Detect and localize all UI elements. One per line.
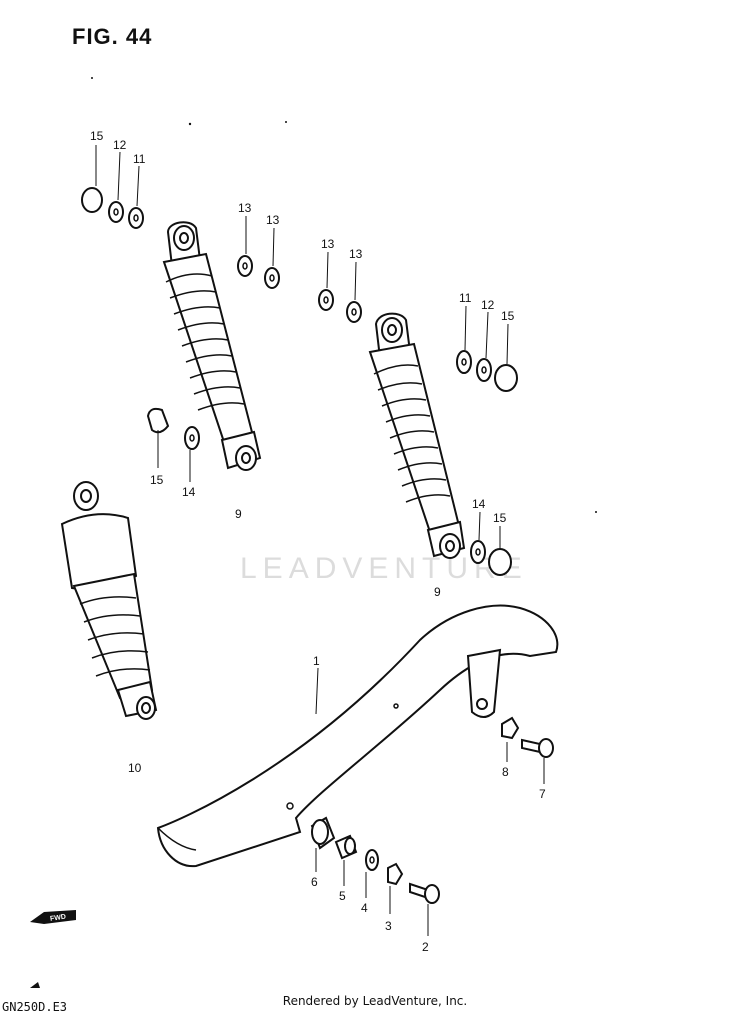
callout-9-right: 9 — [434, 585, 441, 599]
cap-nut-15-right[interactable] — [494, 364, 518, 392]
washer-13-b[interactable] — [264, 267, 280, 289]
nut-8[interactable] — [501, 716, 520, 740]
speck — [188, 122, 192, 126]
leader-1 — [315, 667, 319, 715]
damper-6[interactable] — [310, 816, 336, 850]
leader-11b — [464, 305, 467, 351]
callout-14b: 14 — [472, 497, 486, 511]
washer-12-top-left[interactable] — [108, 201, 124, 223]
callout-13c: 13 — [321, 237, 335, 251]
callout-12: 12 — [113, 138, 127, 152]
fwd-arrow-icon: FWD — [30, 910, 76, 924]
callout-2: 2 — [422, 940, 429, 954]
leader-13b — [272, 227, 275, 267]
leader-12a — [117, 151, 121, 201]
washer-11-right[interactable] — [456, 350, 472, 374]
callout-13b: 13 — [266, 213, 280, 227]
shock-absorber-9-upper[interactable] — [162, 221, 262, 471]
callout-3: 3 — [385, 919, 392, 933]
model-code: GN250D.E3 — [2, 1000, 68, 1014]
cap-nut-15-left[interactable] — [146, 407, 170, 434]
callout-13a: 13 — [238, 201, 252, 215]
leader-13c — [326, 251, 329, 289]
callout-15d: 15 — [493, 511, 507, 525]
washer-14-left[interactable] — [184, 426, 200, 450]
callout-15: 15 — [90, 129, 104, 143]
callout-11b: 11 — [459, 291, 472, 305]
callout-13d: 13 — [349, 247, 363, 261]
callout-11: 11 — [133, 152, 146, 166]
corner-mark-icon — [30, 982, 40, 988]
leader-13d — [354, 261, 357, 301]
callout-10: 10 — [128, 761, 142, 775]
speck — [91, 77, 93, 79]
washer-13-a[interactable] — [237, 255, 253, 277]
shock-absorber-10[interactable] — [60, 481, 158, 720]
callout-8: 8 — [502, 765, 509, 779]
callout-15c: 15 — [150, 473, 164, 487]
bolt-2[interactable] — [409, 882, 440, 904]
speck — [285, 121, 287, 123]
shock-absorber-9-right[interactable] — [368, 312, 466, 559]
callout-12b: 12 — [481, 298, 495, 312]
lock-washer-3[interactable] — [387, 862, 404, 886]
callout-7: 7 — [539, 787, 546, 801]
callout-4: 4 — [361, 901, 368, 915]
washer-13-d[interactable] — [346, 301, 362, 323]
washer-14-right[interactable] — [470, 540, 486, 564]
cap-nut-15-lower-right[interactable] — [488, 548, 512, 576]
leader-12b — [485, 311, 489, 359]
washer-12-right[interactable] — [476, 358, 492, 382]
chain-case-1[interactable] — [156, 604, 559, 868]
callout-1: 1 — [313, 654, 320, 668]
callout-6: 6 — [311, 875, 318, 889]
washer-11-top-left[interactable] — [128, 207, 144, 229]
leader-14b — [478, 511, 481, 541]
svg-text:FWD: FWD — [50, 914, 67, 923]
figure-title: FIG. 44 — [72, 24, 153, 49]
speck — [595, 511, 597, 513]
callout-9-upper: 9 — [235, 507, 242, 521]
callout-15b: 15 — [501, 309, 515, 323]
leader-15b — [506, 323, 509, 365]
washer-13-c[interactable] — [318, 289, 334, 311]
collar-5[interactable] — [334, 834, 358, 860]
callout-14a: 14 — [182, 485, 196, 499]
leader-11a — [136, 165, 140, 207]
callout-5: 5 — [339, 889, 346, 903]
footer-credit: Rendered by LeadVenture, Inc. — [282, 994, 468, 1008]
washer-4[interactable] — [365, 849, 379, 871]
bolt-7[interactable] — [521, 738, 554, 758]
cap-nut-15-top-left[interactable] — [81, 187, 103, 213]
